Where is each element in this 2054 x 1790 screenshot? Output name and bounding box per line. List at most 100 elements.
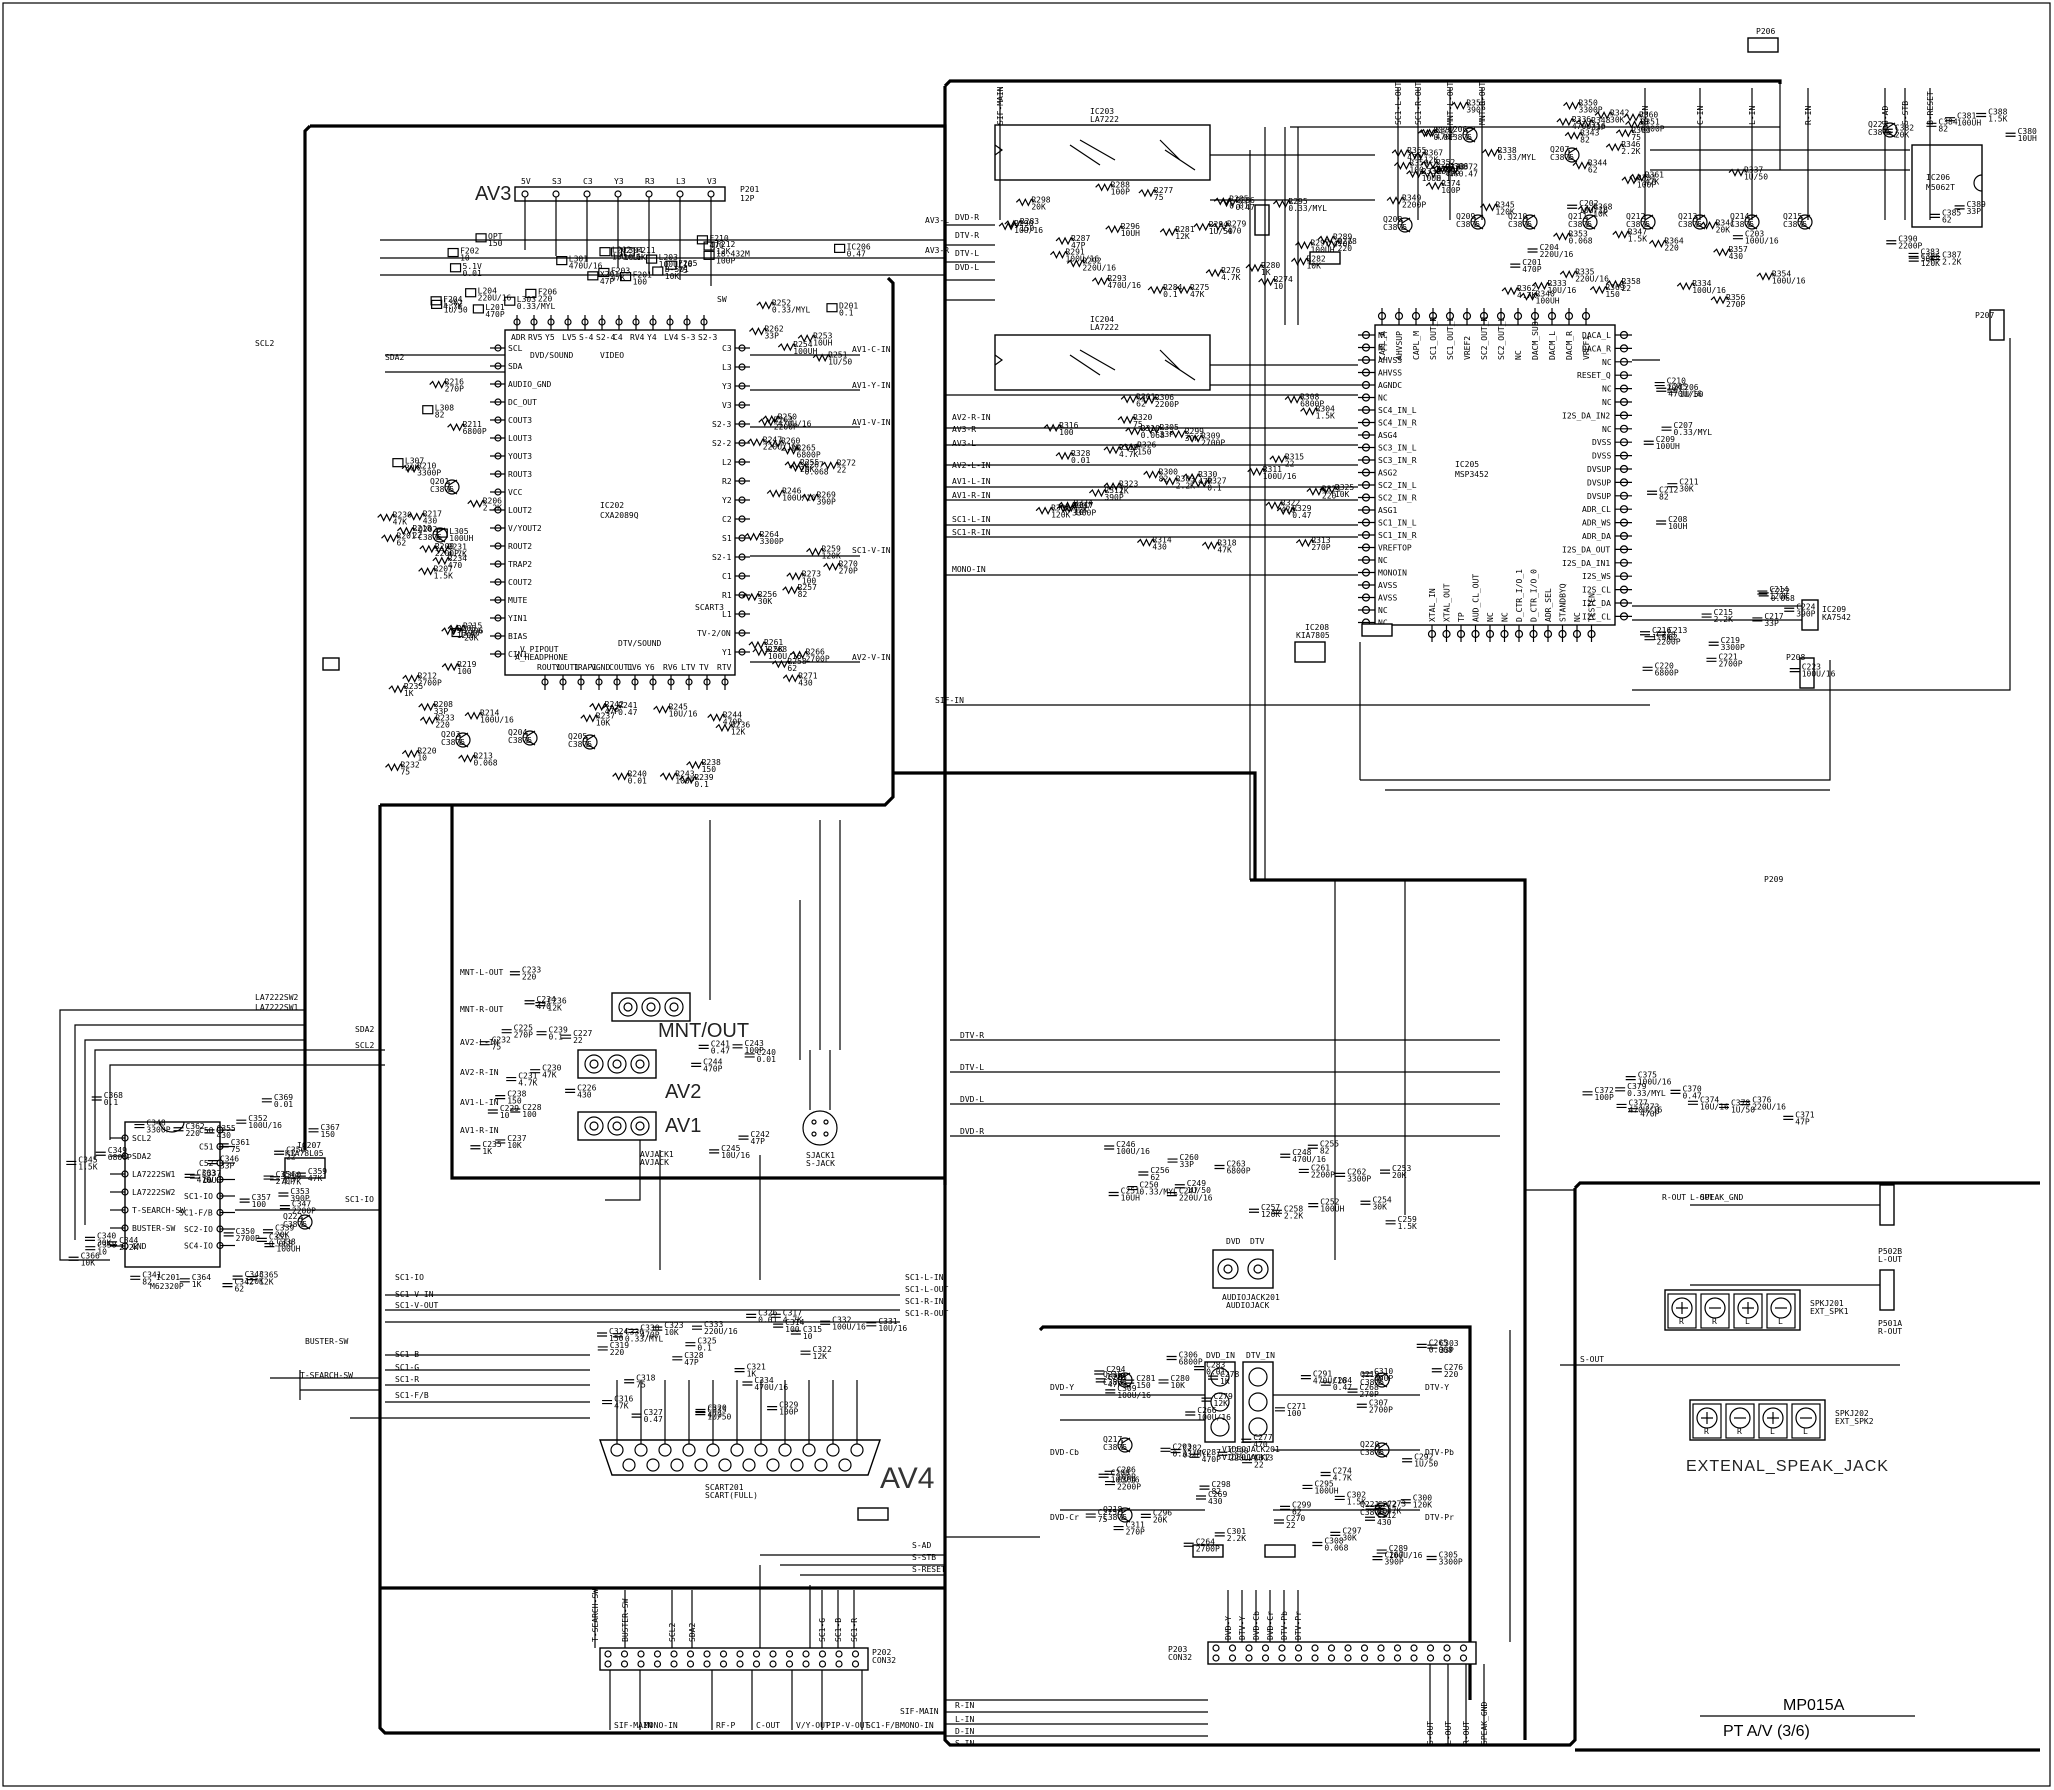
component-value: 470P — [1202, 1455, 1221, 1464]
component-ref: C326 — [758, 1308, 777, 1317]
component-ref: R232 — [400, 760, 419, 769]
wire — [59, 1009, 305, 1261]
capacitor-icon — [790, 1330, 801, 1335]
ic202-pin-num — [667, 678, 675, 686]
ic202-pin-label: ROUT2 — [508, 542, 532, 551]
ic201-pin-num — [216, 1175, 224, 1184]
ic202-pin-num — [494, 578, 502, 586]
ic205-pin-label: NC — [1602, 385, 1612, 394]
component-value: 270P — [1360, 1390, 1379, 1399]
component-ref: C351 — [269, 1232, 288, 1241]
component-ref: R210 — [417, 462, 436, 471]
resistor-icon — [432, 556, 452, 566]
component-value: 0.01 — [1229, 201, 1248, 210]
ic205-pin-label: SC3_IN_L — [1378, 444, 1417, 453]
capacitor-icon — [1361, 1372, 1372, 1377]
ic205-pin-num — [1619, 612, 1629, 621]
ic205-pin-label: I2C_DA — [1582, 599, 1611, 608]
component-icon — [599, 247, 611, 257]
p203-pin — [1426, 1654, 1435, 1662]
component-ref: OPT — [488, 232, 503, 241]
component-ref: C316 — [614, 1395, 633, 1404]
transistor-ref: Q213 — [1678, 212, 1697, 221]
component-ref: R260 — [781, 437, 800, 446]
resistor-icon — [1575, 118, 1595, 128]
ic202-pin-label: COUT2 — [508, 578, 532, 587]
p203-pin — [1459, 1654, 1468, 1662]
capacitor-icon — [261, 1098, 272, 1103]
capacitor-icon — [652, 1326, 663, 1331]
resistor-icon — [407, 512, 427, 521]
ic205-pin-label: I2S_DA_IN1 — [1562, 559, 1610, 568]
capacitor-icon — [1365, 1516, 1376, 1521]
ic202-dvd-sound: DVD/SOUND — [530, 351, 574, 360]
resistor-icon — [781, 446, 800, 455]
capacitor-icon — [1214, 1532, 1225, 1537]
capacitor-icon — [1908, 257, 1919, 262]
component-value: 220U/16 — [1179, 1194, 1213, 1203]
ic202-pin-num — [738, 610, 746, 618]
capacitor-icon — [1654, 381, 1665, 387]
transistor-leads — [301, 1214, 311, 1230]
component-value: 0.33/MYL — [1173, 1449, 1212, 1458]
ic202-pin-label: S2-2 — [712, 439, 731, 448]
component-value: 12K — [1074, 506, 1089, 515]
component-ref: C291 — [1313, 1370, 1332, 1379]
capacitor-icon — [1300, 1375, 1311, 1380]
ic202-pin-label: LV4 — [664, 333, 679, 342]
component-ref: R331 — [1637, 173, 1656, 182]
ic205-pin-num — [1361, 568, 1371, 577]
component-ref: R285 — [1229, 194, 1248, 203]
av1-jack: AV1 AVJACK1 AVJACK — [577, 1111, 701, 1167]
component-value: 2200P — [1656, 638, 1680, 647]
component-value: 1.5K — [764, 645, 783, 654]
ic205-pin-num — [1514, 629, 1524, 639]
ic205-pin-num — [1361, 593, 1371, 602]
resistor-icon — [1429, 164, 1449, 174]
ic201-pin-num — [121, 1170, 129, 1178]
component-value: 1K — [192, 1280, 202, 1289]
scart-pin — [790, 1458, 804, 1472]
component-ref: C309 — [1117, 1384, 1136, 1393]
component-value: 0.068 — [1141, 431, 1165, 440]
resistor-icon — [1174, 285, 1194, 295]
component-value: 0.1 — [1436, 174, 1451, 183]
component-value: 47K — [1217, 545, 1232, 554]
component-value: 1U/50 — [1209, 227, 1233, 236]
component-ref: R275 — [1190, 283, 1209, 292]
component-value: 0.47 — [847, 249, 866, 258]
component-ref: C284 — [1333, 1376, 1352, 1385]
ic205-pin-label: VREFTOP — [1378, 544, 1412, 553]
capacitor-icon — [1376, 1549, 1387, 1554]
capacitor-icon — [218, 1143, 229, 1148]
component-ref: C299 — [1292, 1500, 1311, 1509]
resistor-icon — [1605, 142, 1625, 152]
component-ref: R262 — [764, 324, 783, 333]
component-ref: R346 — [1621, 140, 1640, 149]
component-value: 270P — [839, 567, 858, 576]
component-value: 22 — [1285, 459, 1295, 468]
component-ref: R277 — [1154, 186, 1173, 195]
ic205-pin-num — [1619, 371, 1629, 380]
component-value: 10UH — [1668, 522, 1687, 531]
net-label: SC1-B — [395, 1350, 419, 1359]
net-label: SC1-R — [395, 1375, 419, 1384]
p203-bottom-label: SPEAK_GND — [1480, 1701, 1489, 1745]
transistor-leads — [436, 527, 446, 543]
resistor-icon — [1143, 470, 1163, 479]
ext-speak-label: EXTENAL_SPEAK_JACK — [1686, 1458, 1889, 1475]
transistor-leads — [1568, 147, 1578, 163]
ic205-pin-label: CAPL_M — [1412, 331, 1421, 360]
component-value: 120K — [1495, 207, 1514, 216]
net-label-top: SIF-MAIN — [996, 86, 1005, 125]
ic201-pin-label: GND — [132, 1242, 147, 1251]
transistor-ref: Q209 — [1456, 212, 1475, 221]
net-label: MNT-L-OUT — [460, 968, 504, 977]
component-value: 47K — [1387, 1506, 1402, 1515]
capacitor-icon — [134, 1123, 145, 1129]
capacitor-icon — [530, 1069, 541, 1074]
spk-screw — [1762, 1407, 1784, 1429]
ic202-pin-label: YOUT3 — [508, 452, 532, 461]
component-value: 75 — [231, 1145, 241, 1154]
